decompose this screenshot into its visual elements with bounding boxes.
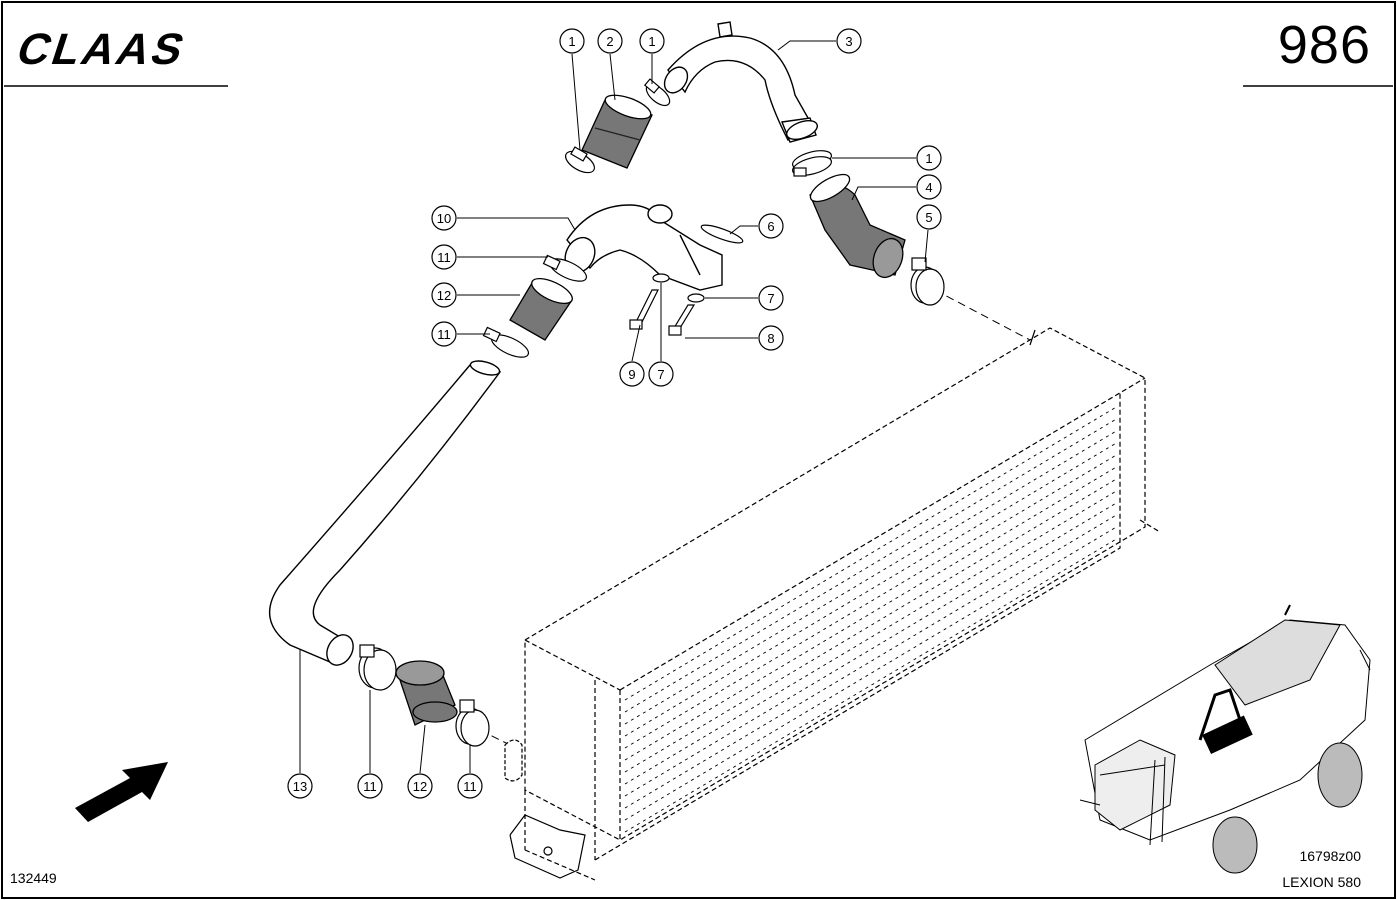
radiator-inlet <box>504 739 523 782</box>
callout-12-upper[interactable]: 12 <box>431 282 457 308</box>
svg-text:CLAAS: CLAAS <box>11 24 194 74</box>
callout-6[interactable]: 6 <box>758 213 784 239</box>
radiator-bracket <box>509 814 586 879</box>
hose-12b <box>395 660 458 726</box>
callout-11-middle[interactable]: 11 <box>431 321 457 347</box>
model-name: LEXION 580 <box>1282 874 1361 890</box>
washer-7b <box>687 293 705 303</box>
svg-text:5: 5 <box>925 210 932 225</box>
direction-arrow-icon <box>75 762 168 822</box>
gasket-6 <box>700 224 744 244</box>
callout-9[interactable]: 9 <box>619 361 645 387</box>
radiator-fins <box>624 405 1119 833</box>
callout-2[interactable]: 2 <box>597 28 623 54</box>
svg-text:12: 12 <box>437 288 451 303</box>
svg-text:1: 1 <box>925 151 932 166</box>
svg-text:11: 11 <box>437 327 451 342</box>
image-code: 16798z00 <box>1299 848 1361 864</box>
callout-12-lower[interactable]: 12 <box>407 773 433 799</box>
bolt-9 <box>629 289 659 330</box>
hose-4 <box>809 173 906 279</box>
combine-harvester-thumbnail <box>1079 604 1371 874</box>
callout-1-top-right[interactable]: 1 <box>639 28 665 54</box>
svg-text:12: 12 <box>413 779 427 794</box>
pipe-3 <box>663 21 818 143</box>
svg-text:8: 8 <box>767 331 774 346</box>
svg-text:11: 11 <box>363 779 377 794</box>
clamp-1c <box>791 150 833 177</box>
svg-text:1: 1 <box>648 34 655 49</box>
radiator-core <box>524 327 1161 881</box>
clamp-1a <box>564 146 596 174</box>
clamp-11b <box>482 326 530 358</box>
svg-text:13: 13 <box>293 779 307 794</box>
svg-text:4: 4 <box>925 180 932 195</box>
callout-7-bottom[interactable]: 7 <box>648 361 674 387</box>
callout-11-lower-left[interactable]: 11 <box>357 773 383 799</box>
clamp-1b <box>643 78 671 107</box>
bolt-8 <box>668 304 696 336</box>
hose-2 <box>581 94 653 169</box>
claas-logo: CLAAS <box>11 24 194 74</box>
svg-text:3: 3 <box>845 34 852 49</box>
clamp-5 <box>910 257 945 306</box>
callout-8[interactable]: 8 <box>758 325 784 351</box>
page-number: 986 <box>1277 15 1371 75</box>
svg-text:1: 1 <box>568 34 575 49</box>
svg-text:7: 7 <box>657 367 664 382</box>
callout-4[interactable]: 4 <box>916 174 942 200</box>
callout-1-top-left[interactable]: 1 <box>559 28 585 54</box>
callout-3[interactable]: 3 <box>836 28 862 54</box>
callout-10[interactable]: 10 <box>431 205 457 231</box>
drawing-number: 132449 <box>10 870 57 886</box>
hose-12a <box>509 277 573 341</box>
leader-lines <box>299 40 929 774</box>
clamp-11d <box>455 699 490 747</box>
callout-11-upper[interactable]: 11 <box>431 244 457 270</box>
callout-5[interactable]: 5 <box>916 204 942 230</box>
svg-text:2: 2 <box>606 34 613 49</box>
callout-11-lower-right[interactable]: 11 <box>457 773 483 799</box>
washer-7a <box>652 273 670 283</box>
callout-13[interactable]: 13 <box>287 773 313 799</box>
svg-text:11: 11 <box>463 779 477 794</box>
callout-7-right[interactable]: 7 <box>758 285 784 311</box>
svg-text:11: 11 <box>437 250 451 265</box>
flow-line-upper <box>934 289 1031 341</box>
clamp-11c <box>358 644 397 691</box>
svg-text:6: 6 <box>767 219 774 234</box>
callout-1-right[interactable]: 1 <box>916 145 942 171</box>
pipe-10 <box>564 204 723 291</box>
svg-text:9: 9 <box>628 367 635 382</box>
svg-text:10: 10 <box>437 211 451 226</box>
clamp-11a <box>542 254 588 282</box>
pipe-13 <box>268 360 502 666</box>
svg-text:7: 7 <box>767 291 774 306</box>
